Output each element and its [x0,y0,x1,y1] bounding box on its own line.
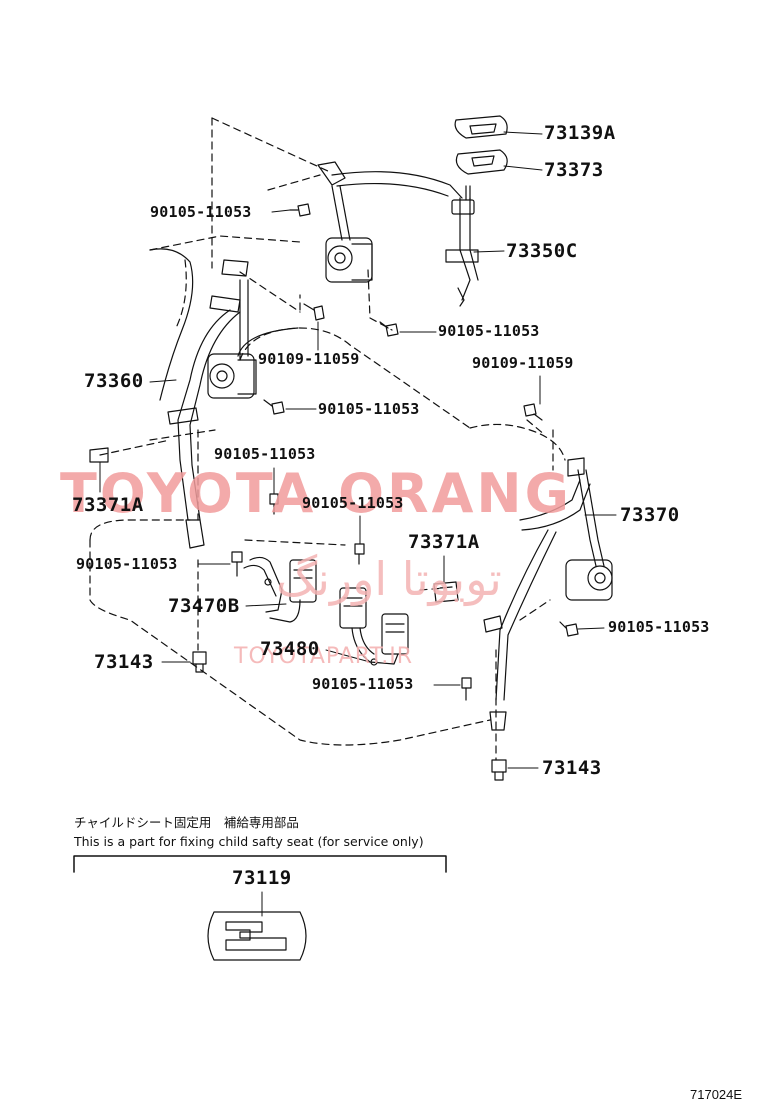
watermark-site: TOYOTAPART.IR [234,644,414,669]
callout-73143-right: 73143 [542,757,602,779]
clip-73371A-icon [433,581,459,603]
callout-73470B: 73470B [168,595,240,617]
callout-73371A-left: 73371A [72,494,144,516]
child-seat-bracket-frame [73,855,447,873]
callout-73350C: 73350C [506,240,578,262]
callout-90105-bottom: 90105-11053 [312,675,414,693]
callout-73370: 73370 [620,504,680,526]
callout-90105-mid: 90105-11053 [302,494,404,512]
bolt-icons [192,203,579,781]
cover-73373-icon [455,149,508,175]
callout-73143-left: 73143 [94,651,154,673]
watermark-brand: TOYOTA ORANG [60,462,572,525]
right-belt-assembly [483,457,613,731]
callout-90105-center: 90105-11053 [318,400,420,418]
leader-lines [99,131,617,769]
callout-73360: 73360 [84,370,144,392]
callout-73480: 73480 [260,638,320,660]
callout-73139A: 73139A [544,122,616,144]
callout-73371A-center: 73371A [408,531,480,553]
buckle-73470B-icon [243,556,317,623]
cabin-contour [149,248,194,401]
note-japanese: チャイルドシート固定用 補給専用部品 [74,815,299,830]
note-english: This is a part for fixing child safty se… [74,834,424,849]
center-belt-assembly [317,161,479,307]
callout-90105-left: 90105-11053 [76,555,178,573]
figure-code: 717024E [690,1087,743,1102]
left-belt-assembly [89,259,257,549]
callout-90109-left: 90109-11059 [258,350,360,368]
callout-90105-right: 90105-11053 [608,618,710,636]
anchor-plate-73119-icon [207,911,307,961]
callout-90105-top: 90105-11053 [150,203,252,221]
callout-90105-mid-right: 90105-11053 [438,322,540,340]
callout-73373: 73373 [544,159,604,181]
body-outline-dashed [89,117,566,761]
cover-73139A-icon [454,115,508,139]
callout-90105-left-upper: 90105-11053 [214,445,316,463]
callout-73119: 73119 [232,867,292,889]
watermark-farsi: تویوتا اورنگ [276,552,502,606]
callout-90109-right: 90109-11059 [472,354,574,372]
